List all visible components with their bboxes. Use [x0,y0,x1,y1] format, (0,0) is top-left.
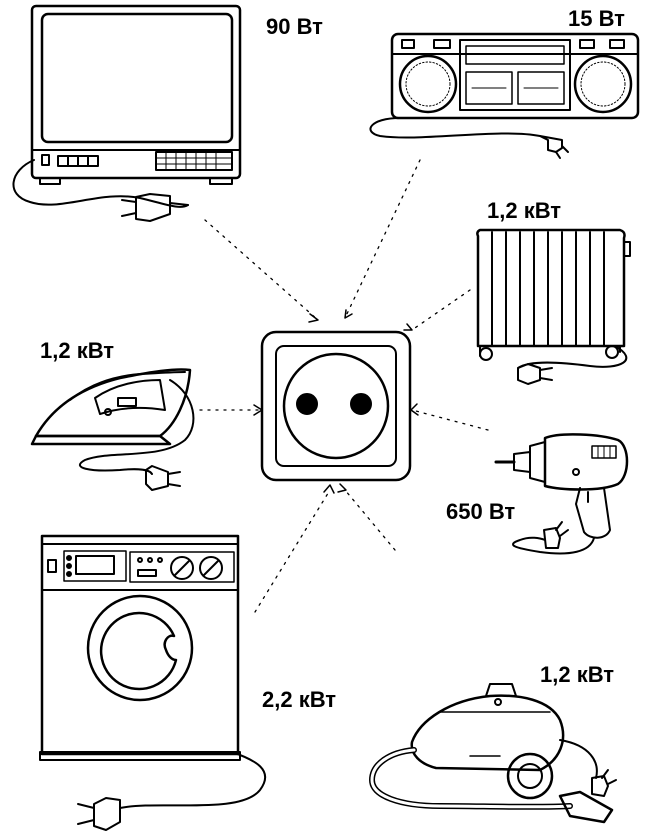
socket-hole-right [350,393,372,415]
vacuum-cleaner-icon [369,683,617,824]
oil-heater-icon [476,228,631,385]
power-socket-icon [260,330,412,482]
connector-drill [411,409,489,431]
vacuum-hose [369,747,573,810]
washing-machine-icon [39,534,267,831]
vacuum-power-label: 1,2 кВт [540,662,615,687]
boombox-cord [369,117,541,139]
plug-icon [121,193,189,222]
plug-icon [77,797,121,831]
plug-icon [517,363,553,385]
iron-power-label: 1,2 кВт [40,338,115,363]
tv-power-label: 90 Вт [266,14,323,39]
plug-icon [145,465,181,491]
drill-cord [512,536,595,555]
heater-cord [517,345,628,369]
radio-power-label: 15 Вт [568,6,625,31]
washer-cord [119,751,267,809]
tv-icon [12,4,242,222]
boombox-icon [369,32,640,159]
iron-cord [78,379,195,475]
drill-icon [494,433,629,555]
plug-icon [539,135,569,159]
connector-lines [199,159,489,613]
connector-tv [204,219,319,321]
heater-power-label: 1,2 кВт [487,198,562,223]
drill-power-label: 650 Вт [446,499,516,524]
socket-hole-left [296,393,318,415]
connector-heater [411,289,471,331]
connector-radio [344,159,421,319]
connector-arrowheads [253,309,419,494]
connector-vacuum [344,489,396,551]
iron-icon [30,368,195,491]
washer-power-label: 2,2 кВт [262,687,337,712]
vacuum-cord [559,739,598,779]
plug-icon [543,521,569,549]
connector-washer [254,489,331,613]
plug-icon [591,769,617,797]
tv-cord [12,159,189,208]
